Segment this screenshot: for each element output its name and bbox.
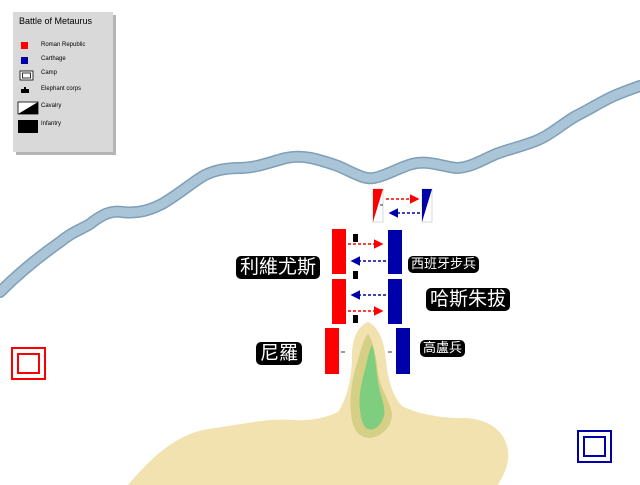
camp-icon: [19, 70, 34, 81]
legend-title: Battle of Metaurus: [19, 16, 93, 26]
cavalry-icon: [17, 101, 39, 115]
carthage-infantry-block-3: [396, 328, 410, 374]
unit-ticks: [341, 204, 425, 353]
legend-item-infantry: Infantry: [17, 119, 111, 133]
legend-item-cavalry: Cavalry: [17, 101, 111, 115]
river-water: [0, 81, 640, 297]
movement-arrows: [348, 194, 420, 316]
carthage-camp-icon: [577, 430, 612, 463]
legend-label: Elephant corps: [41, 86, 82, 92]
hill-base: [128, 322, 509, 485]
carthage-infantry-block-1: [388, 230, 402, 274]
label-hasdrubal: 哈斯朱拔: [426, 288, 511, 311]
legend-label: Cavalry: [41, 103, 62, 109]
label-gauls: 高盧兵: [420, 340, 466, 357]
carthage-infantry: [388, 230, 410, 374]
legend-item-roman-republic: Roman Republic: [17, 40, 111, 54]
legend-label: Roman Republic: [41, 42, 86, 48]
legend-item-carthage: Carthage: [17, 54, 111, 68]
roman-color-swatch-icon: [21, 42, 28, 49]
infantry-icon: [18, 120, 38, 133]
legend-item-camp: Camp: [17, 68, 111, 82]
label-nero: 尼羅: [256, 342, 303, 365]
carthage-color-swatch-icon: [21, 57, 28, 64]
map-legend: Battle of Metaurus Roman Republic Cartha…: [13, 12, 113, 152]
roman-camp-icon: [11, 347, 46, 380]
elephant-icon: [353, 271, 358, 279]
label-livius: 利維尤斯: [236, 256, 321, 279]
elephant-icon: [353, 315, 358, 323]
elephant-corps: [353, 234, 358, 323]
legend-label: Camp: [41, 70, 58, 76]
legend-label: Carthage: [41, 56, 66, 62]
elephant-icon: [353, 234, 358, 242]
legend-label: Infantry: [41, 121, 62, 127]
elephant-icon: [21, 87, 29, 93]
carthage-cavalry-icon: [421, 188, 433, 223]
hill-top: [359, 345, 385, 430]
roman-infantry-block-3: [325, 328, 339, 374]
carthage-infantry-block-2: [388, 279, 402, 324]
legend-item-elephant-corps: Elephant corps: [17, 84, 111, 98]
label-spanish-infantry: 西班牙步兵: [408, 256, 480, 273]
roman-infantry-block-1: [332, 229, 346, 274]
metaurus-river: [0, 80, 640, 298]
roman-infantry: [325, 229, 346, 374]
roman-infantry-block-2: [332, 279, 346, 324]
hill-terrain: [128, 322, 509, 485]
roman-cavalry-icon: [372, 188, 384, 223]
